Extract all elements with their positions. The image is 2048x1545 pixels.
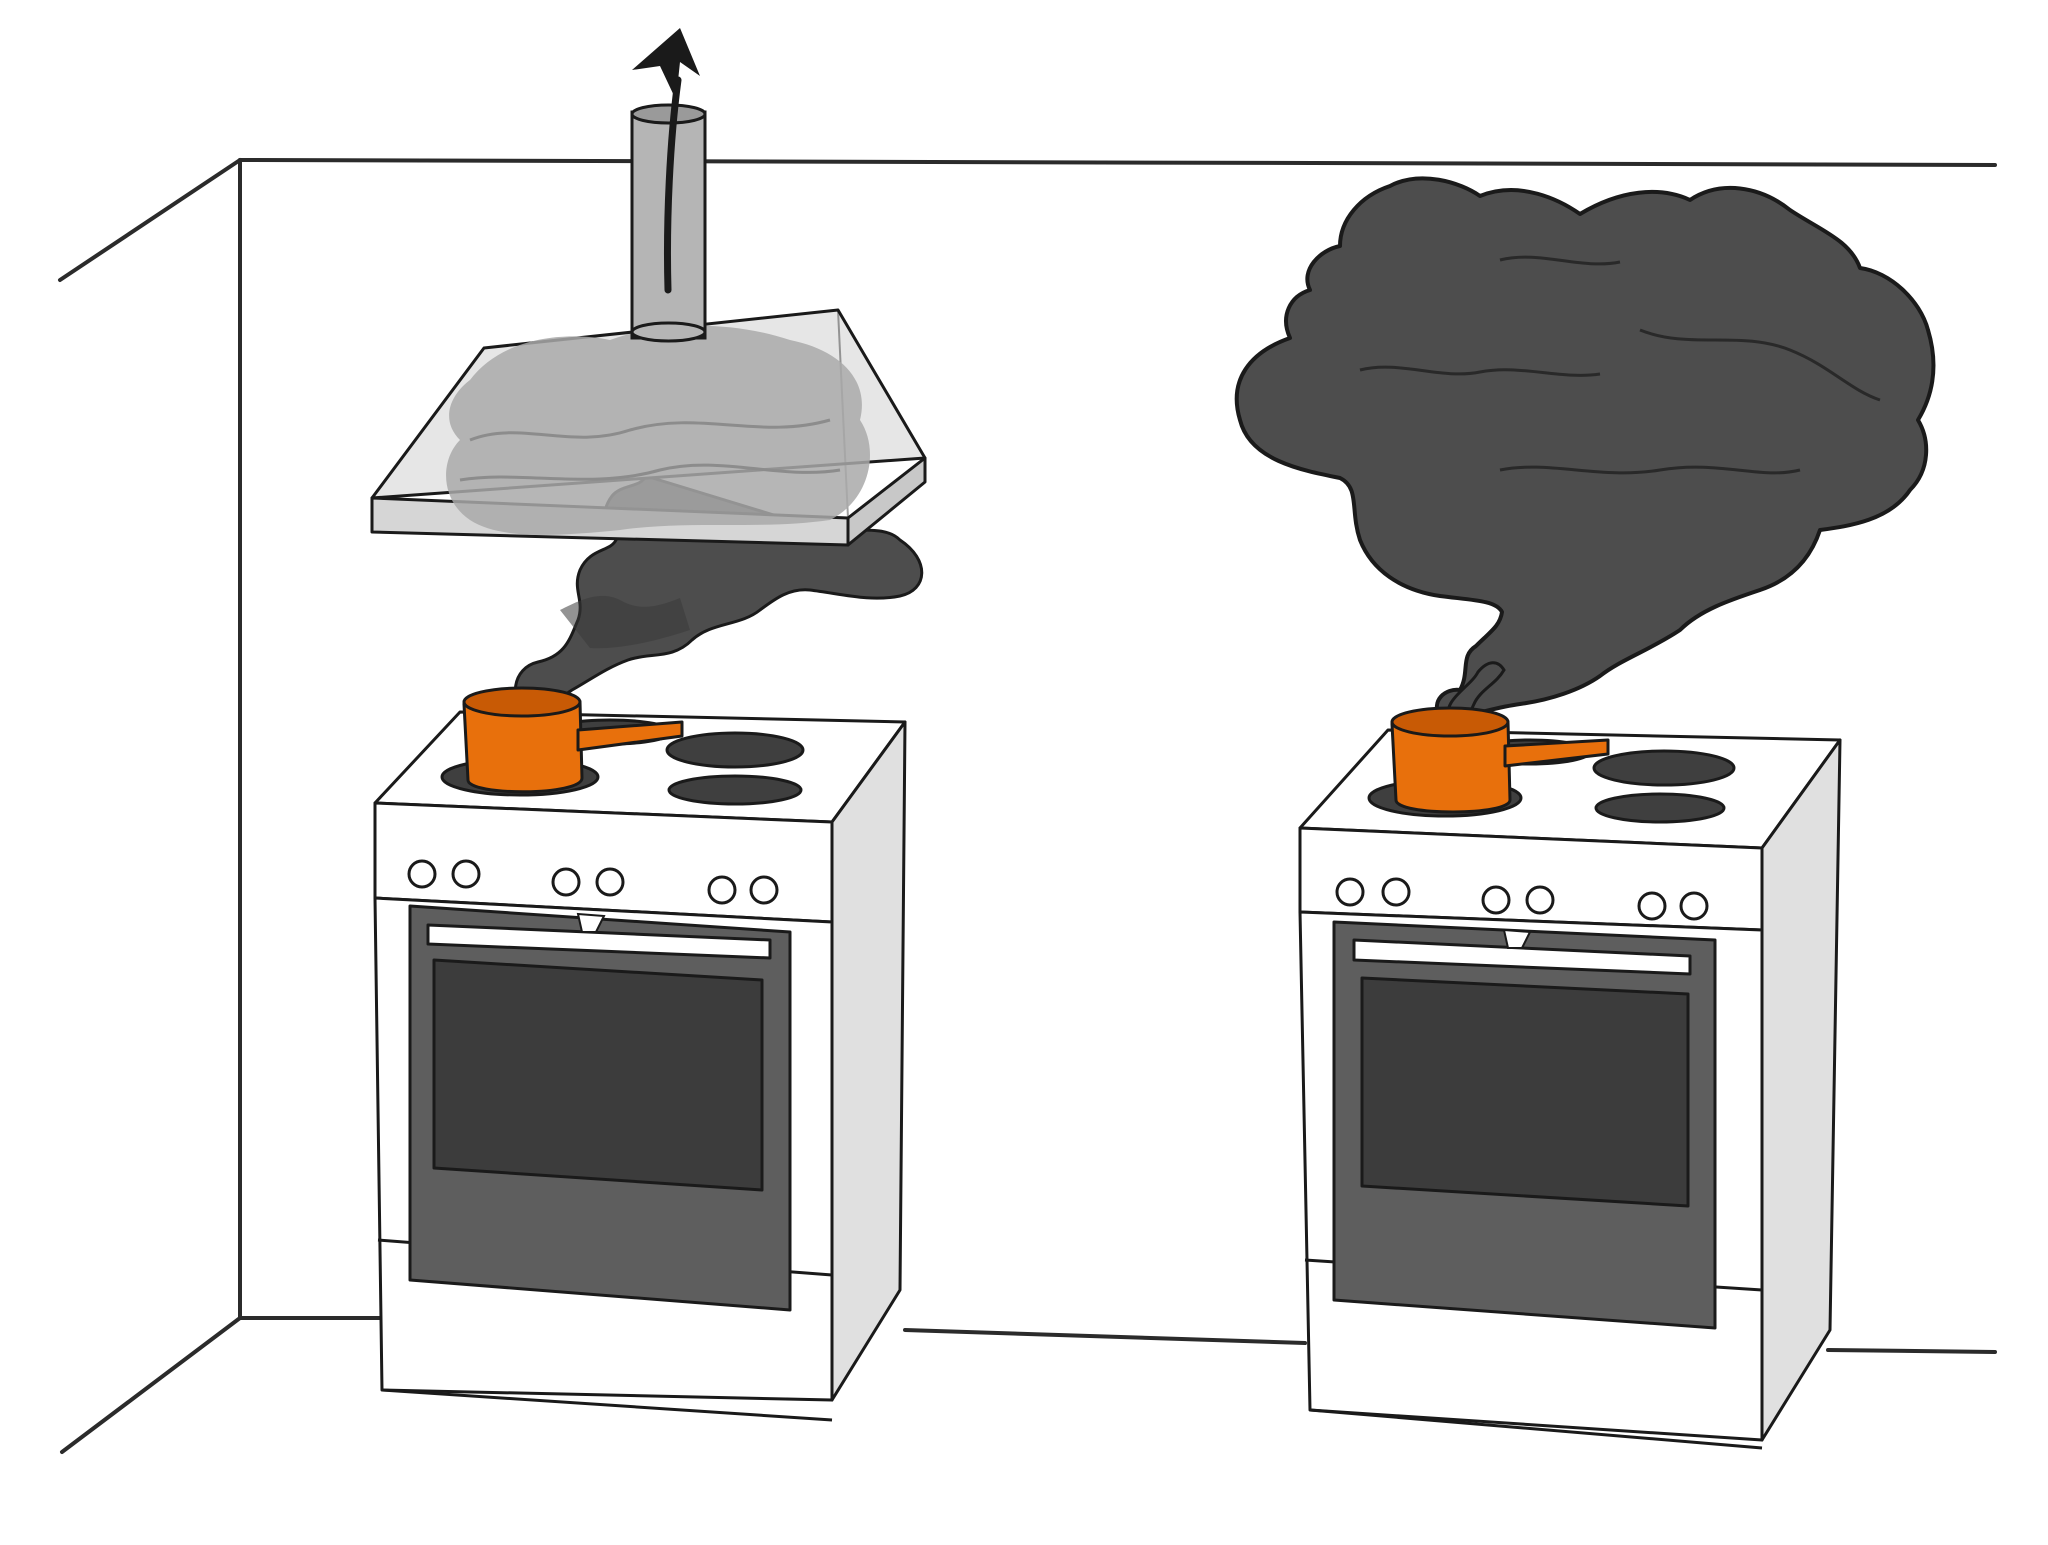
burner-right-front-right (1594, 792, 1726, 824)
stove-left-oven-window (432, 958, 764, 1192)
knob (1637, 891, 1667, 921)
stove-left-base-line (381, 1388, 833, 1422)
ceiling-line (238, 158, 1997, 167)
floor-line-middle (903, 1328, 1307, 1345)
burner-right-back-right (1592, 749, 1736, 787)
stove-left-oven-handle (426, 923, 772, 960)
smoke-cloud-detail-1 (1359, 365, 1601, 377)
stove-right-oven-handle (1352, 938, 1692, 976)
left-diagonal-bottom (60, 1316, 242, 1454)
room-outline (58, 158, 1997, 1454)
knob (407, 859, 437, 889)
stove-left-knobs (407, 859, 779, 905)
left-diagonal-top (58, 158, 242, 282)
burner-left-back-right (665, 731, 805, 769)
pot-right (1390, 706, 1610, 814)
smoke-cloud-detail-4 (1499, 465, 1801, 475)
right-scene-smoke (1234, 176, 1936, 724)
stove-right-knobs (1335, 877, 1709, 921)
pot-left-handle (576, 720, 684, 752)
stove-right (1298, 706, 1842, 1450)
knob (1525, 885, 1555, 915)
range-hood-side (846, 456, 927, 547)
knob (749, 875, 779, 905)
stove-left (373, 686, 907, 1422)
stove-left-oven-latch (576, 912, 606, 933)
filtered-smoke-wave-2 (459, 463, 841, 482)
exhaust-arrow-icon (632, 28, 700, 294)
pot-right-handle (1503, 738, 1610, 768)
knob (1381, 877, 1411, 907)
stove-right-oven-latch (1502, 928, 1532, 949)
knob (707, 875, 737, 905)
left-scene (370, 28, 927, 724)
exhaust-duct-bottom (630, 321, 707, 343)
smoke-cloud-detail-3 (1499, 255, 1621, 266)
range-hood-fold (371, 347, 485, 499)
burner-left-front-right (667, 774, 803, 806)
smoke-cloud-detail-2 (1639, 328, 1881, 402)
stove-right-base-line (1309, 1408, 1763, 1450)
knob (551, 867, 581, 897)
knob (451, 859, 481, 889)
knob (595, 867, 625, 897)
knob (1679, 891, 1709, 921)
exhaust-duct-top (630, 103, 707, 125)
knob (1335, 877, 1365, 907)
smoke-plume-left-inner (560, 595, 690, 649)
smoke-cloud-right (1234, 176, 1936, 721)
stove-right-oven-window (1360, 976, 1690, 1208)
knob (1481, 885, 1511, 915)
filtered-smoke-wave (469, 418, 831, 442)
floor-line-right (1826, 1348, 1997, 1354)
stove-right-side (1760, 738, 1842, 1442)
filtered-smoke-in-hood (446, 325, 870, 535)
pot-left (462, 686, 684, 794)
stove-left-side (830, 720, 907, 1402)
